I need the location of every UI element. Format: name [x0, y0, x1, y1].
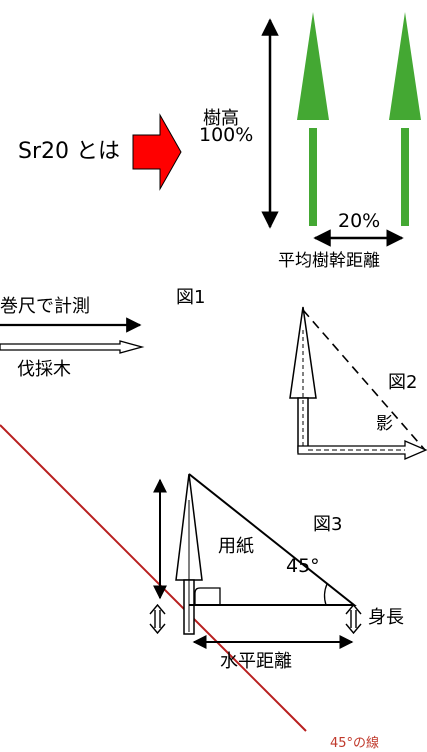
tree-right-icon — [389, 12, 421, 226]
paper-label: 用紙 — [218, 536, 254, 557]
figure-3-label: 図3 — [313, 514, 343, 535]
body-height-label: 身長 — [368, 607, 404, 628]
tree-height-label: 樹高 — [203, 108, 239, 129]
angle-arc — [323, 583, 328, 606]
right-angle-marker-icon — [194, 587, 221, 605]
eye-height-bracket-right — [345, 603, 362, 635]
figure-1-label: 図1 — [176, 287, 206, 308]
reference-45-degree-line — [0, 424, 307, 732]
tree-height-percent: 100% — [199, 124, 254, 146]
shadow-label: 影 — [376, 414, 393, 434]
sun-ray-dashed-line — [302, 309, 426, 451]
shadow-arrow-icon — [297, 440, 427, 460]
spacing-percent-label: 20% — [338, 210, 381, 232]
angle-label: 45° — [286, 555, 320, 577]
tree-left-icon — [297, 12, 329, 226]
sight-triangle — [188, 473, 357, 606]
felled-tree-label: 伐採木 — [17, 359, 71, 380]
sr20-intro-label: Sr20 とは — [18, 139, 120, 164]
eye-height-bracket-left — [149, 603, 166, 635]
reference-line-caption: 45°の線 — [330, 736, 380, 751]
horizontal-distance-label: 水平距離 — [220, 651, 292, 672]
felled-tree-icon — [0, 340, 145, 354]
spacing-caption: 平均樹幹距離 — [278, 251, 380, 271]
figure-2-label: 図2 — [388, 372, 418, 393]
tree-outline-icon — [289, 306, 317, 453]
tape-measure-label: 巻尺で計測 — [0, 296, 90, 317]
red-right-arrow-icon — [132, 113, 182, 191]
tree-outline-icon — [175, 473, 203, 635]
